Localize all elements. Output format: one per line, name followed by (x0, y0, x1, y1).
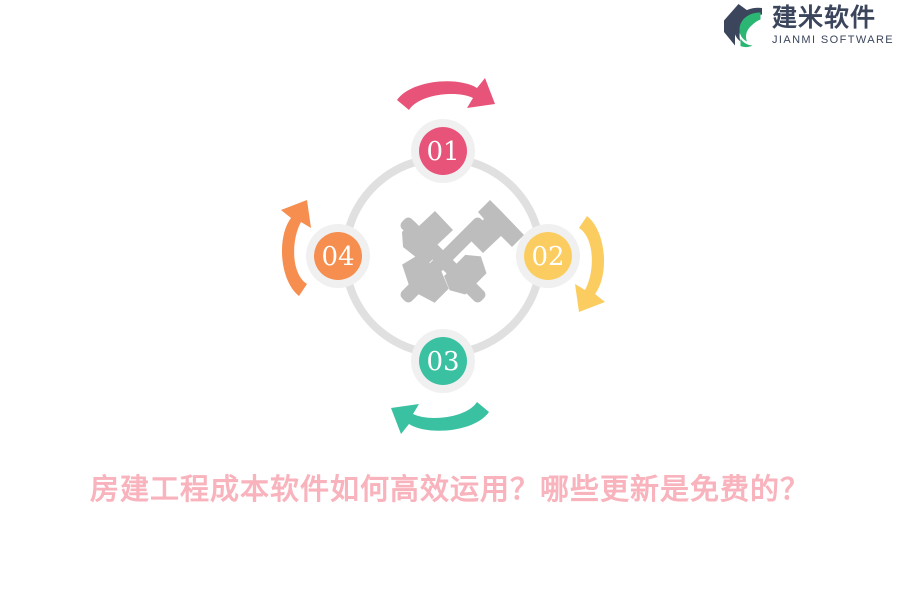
cycle-step-02[interactable]: 02 (516, 224, 580, 288)
cycle-diagram: 01 02 03 04 (253, 56, 633, 456)
page-title: 房建工程成本软件如何高效运用？哪些更新是免费的？ (89, 472, 810, 506)
step-04-number: 04 (321, 242, 354, 272)
cycle-step-03[interactable]: 03 (411, 329, 475, 393)
curved-arrow-right-icon (397, 78, 495, 110)
curved-arrow-down-icon (575, 216, 605, 312)
step-03-number: 03 (426, 347, 459, 377)
crossed-tools-detail (402, 200, 524, 263)
brand-logo: 建米软件 JIANMI SOFTWARE (718, 0, 900, 50)
curved-arrow-left-icon (391, 402, 489, 434)
step-03-circle (419, 337, 467, 385)
cycle-step-04[interactable]: 04 (306, 224, 370, 288)
curved-arrow-up-icon (281, 200, 311, 296)
brand-wordmark: 建米软件 JIANMI SOFTWARE (772, 5, 894, 46)
jianmi-leaf-logo-icon (724, 4, 762, 48)
step-04-circle (314, 232, 362, 280)
cycle-diagram-svg: 01 02 03 04 (281, 78, 605, 434)
step-02-number: 02 (531, 242, 564, 272)
step-02-circle (524, 232, 572, 280)
brand-name-cn: 建米软件 (772, 2, 877, 32)
cycle-step-01[interactable]: 01 (411, 119, 475, 183)
step-01-circle (419, 127, 467, 175)
brand-name-en: JIANMI SOFTWARE (772, 33, 895, 46)
step-01-number: 01 (426, 137, 459, 167)
